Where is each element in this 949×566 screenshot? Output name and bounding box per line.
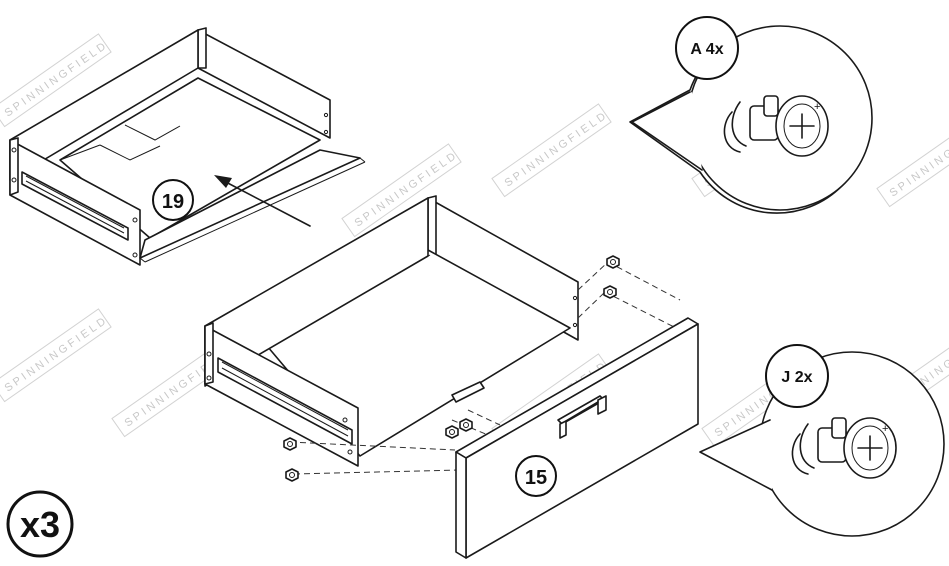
shelf-label: 19 [162,191,184,213]
svg-text:+: + [814,101,820,113]
shelf-panel [139,149,366,263]
cam-j-label: J 2x [781,369,812,386]
callout-cam-j: + J 2x [699,344,945,537]
front-label: 15 [525,467,547,489]
watermark-text: SPINNINGFIELD [503,109,611,190]
drawer-front-panel [455,317,699,559]
drawer-box-lower [204,195,579,467]
insert-arrow [214,175,311,227]
quantity-label: x3 [20,504,60,545]
quantity-badge: x3 [6,490,74,558]
watermark: SPINNINGFIELD [491,103,612,198]
drawer-handle [557,395,607,439]
watermark-text: SPINNINGFIELD [3,314,111,395]
alignment-lines [289,261,681,475]
shelf-label-badge: 19 [152,179,194,221]
cam-a-label: A 4x [690,41,723,58]
watermark: SPINNINGFIELD [876,113,949,208]
cam-lock-icon: + [723,95,829,157]
callout-cam-a: + A 4x [629,16,873,214]
screws [283,255,620,482]
drawer-box-upper [9,27,331,266]
cam-lock-icon: + [791,417,897,479]
watermark: SPINNINGFIELD [0,308,112,403]
front-label-badge: 15 [515,455,557,497]
svg-text:+: + [882,423,888,435]
